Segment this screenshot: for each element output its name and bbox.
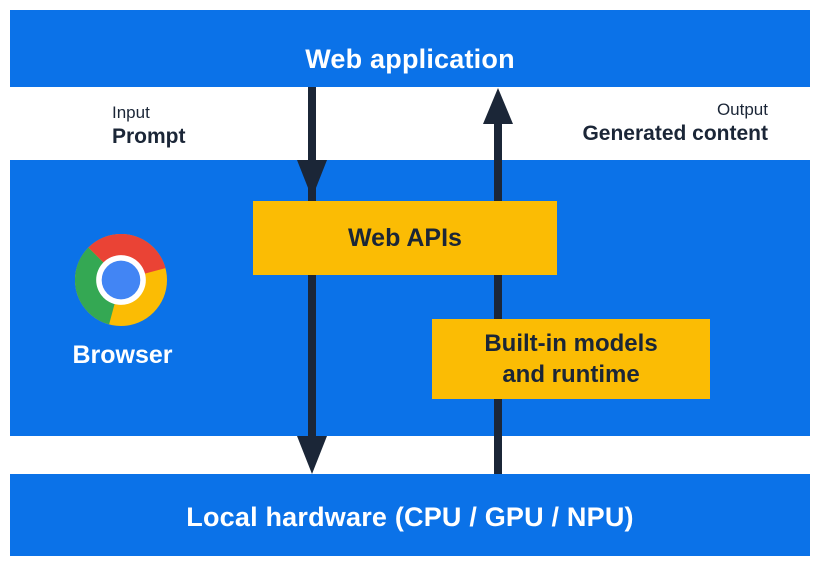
down-arrowhead-into-hardware-icon [297,436,327,474]
web-application-label: Web application [305,44,515,74]
browser-label: Browser [72,341,173,369]
builtin-models-label-line1: Built-in models [484,330,658,357]
generated-content-label: Generated content [582,122,768,145]
web-apis-box: Web APIs [253,201,557,275]
local-hardware-label: Local hardware (CPU / GPU / NPU) [186,502,634,532]
upward-flow-line [494,120,502,474]
local-hardware-band: Local hardware (CPU / GPU / NPU) [10,474,810,556]
down-arrowhead-into-web-apis-icon [297,160,327,198]
input-label: Input [112,103,150,122]
input-flow-label: Input Prompt [112,101,186,150]
output-flow-label: Output Generated content [582,98,768,147]
web-apis-label: Web APIs [348,223,462,252]
up-arrowhead-into-web-application-icon [483,88,513,124]
output-label: Output [716,100,768,119]
builtin-models-label-line2: and runtime [502,361,640,388]
web-application-band: Web application [10,10,810,87]
builtin-models-box: Built-in models and runtime [432,319,710,399]
prompt-label: Prompt [112,125,186,148]
chrome-logo-icon [75,234,167,326]
